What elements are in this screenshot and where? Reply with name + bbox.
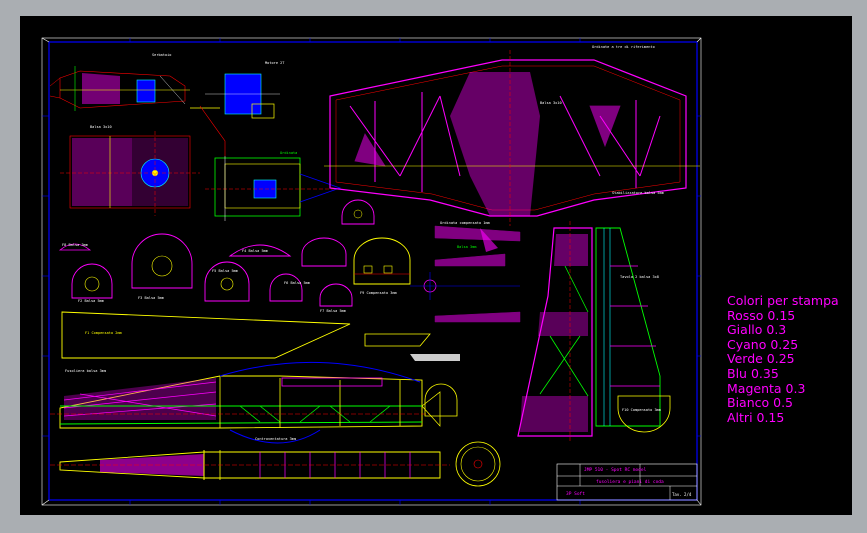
svg-text:F4 Balsa 5mm: F4 Balsa 5mm bbox=[242, 249, 268, 253]
svg-text:Controventatura 3mm: Controventatura 3mm bbox=[255, 437, 296, 441]
svg-text:F6 Balsa 5mm: F6 Balsa 5mm bbox=[284, 281, 310, 285]
svg-text:Stabilizzatore balsa 5mm: Stabilizzatore balsa 5mm bbox=[612, 191, 664, 195]
svg-text:F2 Balsa 5mm: F2 Balsa 5mm bbox=[78, 299, 104, 303]
leading-edge-strip: F1 Compensato 2mm bbox=[61, 311, 460, 361]
firewall-top-view: Balsa 3x10 bbox=[60, 125, 200, 216]
nose-side-view bbox=[49, 66, 190, 111]
svg-text:F9 Compensato 3mm: F9 Compensato 3mm bbox=[360, 291, 397, 295]
svg-text:Fusoliera balsa 3mm: Fusoliera balsa 3mm bbox=[65, 369, 106, 373]
svg-text:Balsa 3x10: Balsa 3x10 bbox=[540, 101, 562, 105]
stabilizer-plan: Ordinate a tre di riferimento Balsa 3x10… bbox=[324, 45, 700, 226]
cad-viewport[interactable]: Balsa 3x10 Motore 2T Serbatoio Ordinata bbox=[20, 16, 852, 515]
svg-text:F1 Compensato 2mm: F1 Compensato 2mm bbox=[85, 331, 122, 335]
print-colors-legend: Colori per stampa Rosso 0.15 Giallo 0.3 … bbox=[727, 293, 839, 425]
svg-text:Serbatoio: Serbatoio bbox=[152, 53, 171, 57]
legend-item-yellow: Giallo 0.3 bbox=[727, 322, 787, 338]
title-block: JMP 510 - Spot RC model fusoliera e pian… bbox=[556, 463, 698, 501]
svg-text:Motore 2T: Motore 2T bbox=[265, 61, 285, 65]
legend-item-others: Altri 0.15 bbox=[727, 409, 785, 425]
legend-title: Colori per stampa bbox=[727, 293, 839, 308]
svg-text:F5 Balsa 5mm: F5 Balsa 5mm bbox=[212, 269, 238, 273]
motor-top-view: Ordinata bbox=[205, 151, 342, 221]
svg-text:Ordinate a tre di riferimento: Ordinate a tre di riferimento bbox=[592, 45, 655, 49]
legend-item-red: Rosso 0.15 bbox=[727, 307, 796, 323]
svg-text:fusoliera e piani di coda: fusoliera e piani di coda bbox=[596, 479, 664, 485]
motor-mount: Motore 2T Serbatoio bbox=[152, 53, 285, 156]
small-parts: Ordinata compensato 1mm Balsa 3mm bbox=[410, 221, 521, 323]
svg-text:Balsa 3mm: Balsa 3mm bbox=[457, 245, 476, 249]
svg-text:F10 Compensato 3mm: F10 Compensato 3mm bbox=[622, 408, 661, 412]
svg-text:F8 Balsa 3mm: F8 Balsa 3mm bbox=[62, 243, 88, 247]
fuselage-top-view bbox=[50, 450, 450, 480]
svg-text:Balsa 3x10: Balsa 3x10 bbox=[90, 125, 112, 129]
legend-item-green: Verde 0.25 bbox=[727, 351, 795, 367]
svg-text:Ordinata compensato 1mm: Ordinata compensato 1mm bbox=[440, 221, 490, 225]
legend-item-cyan: Cyano 0.25 bbox=[727, 336, 799, 352]
sheet-border bbox=[41, 37, 702, 506]
legend-item-magenta: Magenta 0.3 bbox=[727, 380, 806, 396]
svg-text:F7 Balsa 5mm: F7 Balsa 5mm bbox=[320, 309, 346, 313]
cad-drawing[interactable]: Balsa 3x10 Motore 2T Serbatoio Ordinata bbox=[20, 16, 852, 515]
svg-text:Ordinata: Ordinata bbox=[280, 151, 297, 155]
legend-item-blue: Blu 0.35 bbox=[727, 365, 779, 381]
wheel-former bbox=[424, 383, 501, 487]
svg-text:JMP 510 - Spot RC model: JMP 510 - Spot RC model bbox=[584, 467, 647, 473]
svg-text:F3 Balsa 5mm: F3 Balsa 5mm bbox=[138, 296, 164, 300]
svg-text:3P Soft: 3P Soft bbox=[566, 491, 585, 497]
svg-text:Tav. 2/4: Tav. 2/4 bbox=[672, 492, 692, 497]
svg-text:Tavola 2 balsa 3x8: Tavola 2 balsa 3x8 bbox=[620, 275, 659, 279]
vertical-fin: F10 Compensato 3mm Tavola 2 balsa 3x8 bbox=[517, 221, 671, 441]
legend-item-white: Bianco 0.5 bbox=[727, 395, 794, 411]
fuselage-side-view: Fusoliera balsa 3mm Controventatura 3mm bbox=[50, 361, 441, 444]
formers-row: F8 Balsa 3mm F2 Balsa 5mm F3 Balsa 5mm F… bbox=[58, 199, 411, 313]
